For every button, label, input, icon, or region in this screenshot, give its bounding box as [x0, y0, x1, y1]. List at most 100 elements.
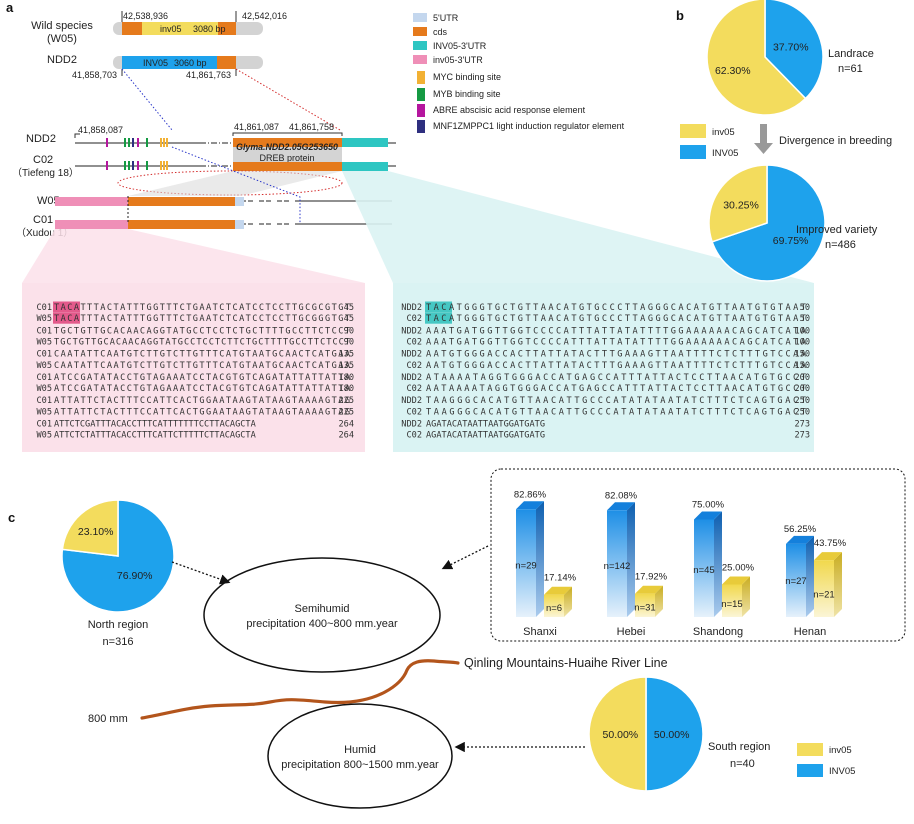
c02-myc-site-3	[166, 161, 168, 170]
legend-cds: cds	[433, 27, 448, 37]
landrace-title: Landrace	[828, 48, 874, 60]
highlight-ellipse	[117, 170, 343, 196]
b-legend-swatch-inv05	[680, 124, 706, 138]
c-legend-inv05: inv05	[829, 745, 852, 756]
legend-inv05-3utr: inv05-3'UTR	[433, 55, 483, 65]
c02-myb-site-3	[146, 161, 148, 170]
bar-category-label: Shanxi	[523, 626, 557, 638]
bar-inv05-dom-top	[786, 535, 814, 544]
pie-value-label: 62.30%	[715, 65, 751, 77]
gene-legend: 5'UTR cds INV05-3'UTR inv05-3'UTR MYC bi…	[413, 13, 625, 133]
bar-inv05-count: n=6	[546, 603, 562, 614]
protein-box	[233, 147, 342, 163]
bar-category-label: Henan	[794, 626, 826, 638]
pie-slice-inv05	[764, 0, 824, 100]
divergence-label: Divergence in breeding	[779, 135, 892, 147]
protein-id: Glyma.NDD2.05G253650	[236, 142, 338, 152]
ndd2-abre-site	[106, 138, 108, 147]
w05-5utr	[235, 197, 244, 206]
legend-swatch-myc	[417, 71, 425, 84]
zoom-c02-sub: （Tiefeng 18）	[12, 167, 79, 179]
align-position: 273	[794, 420, 810, 430]
align-position: 135	[338, 361, 354, 371]
provinces-arrow	[441, 545, 489, 570]
ndd2-cds	[217, 56, 236, 69]
legend-INV05-3utr: INV05-3'UTR	[433, 41, 487, 51]
align-sequence: ATAAAATAGGTGGGACCATGAGCCATTTATTACTCCTTAA…	[426, 373, 806, 383]
bar-inv05-count: n=15	[721, 599, 742, 610]
bar-INV05-shanxi	[516, 509, 536, 617]
pie-south: 50.00%50.00%	[588, 676, 704, 792]
bar-inv05-rec-top	[722, 576, 750, 585]
align-sequence: ATCCGATATACCTGTAGAAATCCTACGTGTCAGATATTAT…	[54, 373, 351, 383]
pie-slice-inv05	[711, 164, 826, 282]
motif-highlight	[53, 312, 80, 324]
align-position: 45	[344, 314, 354, 324]
ndd2-myc-site-2	[163, 138, 165, 147]
align-sequence: CAATATTCAATGTCTTGTCTTGTTTCATGTAATGCAACTC…	[54, 350, 351, 360]
align-id: NDD2	[401, 350, 422, 360]
bar-inv05-dom-top	[516, 501, 544, 510]
improved-n: n=486	[825, 239, 856, 251]
align-id: C01	[36, 373, 52, 383]
align-sequence: AATGTGGGACCACTTATTATACTTTGAAAGTTAATTTTCT…	[426, 361, 807, 371]
zoom-pos2: 41,861,087	[234, 122, 279, 132]
bar-INV05-count: n=29	[515, 561, 536, 572]
ndd2-zoom-cds	[233, 138, 342, 147]
bar-INV05-value: 56.25%	[784, 524, 817, 535]
divergence-arrow-icon	[754, 124, 773, 154]
legend-swatch-inv05-3utr-dom	[413, 41, 427, 50]
align-sequence: TGCTGTTGCACAACAGGTATGCCTCCTCTTCTGCTTTTGC…	[54, 338, 350, 348]
legend-swatch-inv05-3utr-rec	[413, 55, 427, 64]
align-sequence: ATTCTCGATTTACACCTTTCATTTTTTTCCTTACAGCTA	[54, 420, 257, 430]
c02-zoom-3utr	[342, 162, 388, 171]
bar-inv05-value: 25.00%	[722, 563, 755, 574]
c02-myc-site-2	[163, 161, 165, 170]
align-sequence: TACATTTACTATTTGGTTTCTGAATCTCATCCTCCTTGCG…	[54, 314, 350, 324]
legend-swatch-cds	[413, 27, 427, 36]
panel-c-label: c	[8, 510, 15, 525]
pie-landrace: 37.70%62.30%	[706, 0, 824, 116]
b-legend-INV05: INV05	[712, 148, 738, 159]
bar-inv05-rec-side	[834, 552, 842, 617]
c01-3utr	[55, 220, 128, 229]
humid-precip: precipitation 800~1500 mm.year	[281, 759, 439, 771]
bar-INV05-value: 75.00%	[692, 500, 725, 511]
c01-5utr	[235, 220, 244, 229]
bar-inv05-value: 17.92%	[635, 572, 668, 583]
align-id: C02	[406, 431, 422, 441]
wild-label: Wild species	[31, 20, 93, 32]
c01-label: C01	[33, 214, 53, 226]
pie-value-label: 23.10%	[78, 526, 114, 538]
motif-highlight	[425, 301, 452, 313]
wild-gene-name: inv05	[160, 24, 182, 34]
pie-slice-inv05	[61, 499, 119, 557]
bar-inv05-dom-side	[806, 535, 814, 617]
align-sequence: TAAGGGCACATGTTAACATTGCCCATATATAATATCTTTC…	[426, 396, 806, 406]
ndd2-gene-body	[122, 56, 217, 69]
ndd2-start: 41,858,703	[72, 70, 117, 80]
zoom-funnel	[128, 171, 342, 196]
align-sequence: ATTCTCTATTTACACCTTTCATTCTTTTTCTTACAGCTA	[54, 431, 257, 441]
align-sequence: ATTATTCTACTTTCCATTCACTGGAATAAGTATAAGTAAA…	[54, 407, 350, 417]
protein-name: DREB protein	[259, 153, 314, 163]
wild-end: 42,542,016	[242, 11, 287, 21]
pie-slice-inv05	[706, 0, 807, 116]
ndd2-myb-site-2	[128, 138, 130, 147]
legend-myc: MYC binding site	[433, 72, 501, 82]
bar-inv05-rec-top	[635, 585, 663, 594]
align-id: W05	[36, 314, 52, 324]
ndd2-mnf-site	[132, 138, 134, 147]
align-sequence: AGATACATAATTAATGGATGATG	[426, 420, 545, 430]
align-position: 90	[344, 338, 354, 348]
alignment-left: C01 TACATTTACTATTTGGTTTCTGAATCTCATCCTCCTT…	[36, 301, 354, 441]
ndd2-gene-name: INV05	[143, 58, 168, 68]
align-position: 50	[800, 314, 810, 324]
ndd2-zoom-3utr	[342, 138, 388, 147]
bar-inv05-henan	[814, 560, 834, 617]
align-position: 135	[338, 350, 354, 360]
zoom-bracket	[232, 132, 343, 136]
align-position: 250	[794, 407, 810, 417]
